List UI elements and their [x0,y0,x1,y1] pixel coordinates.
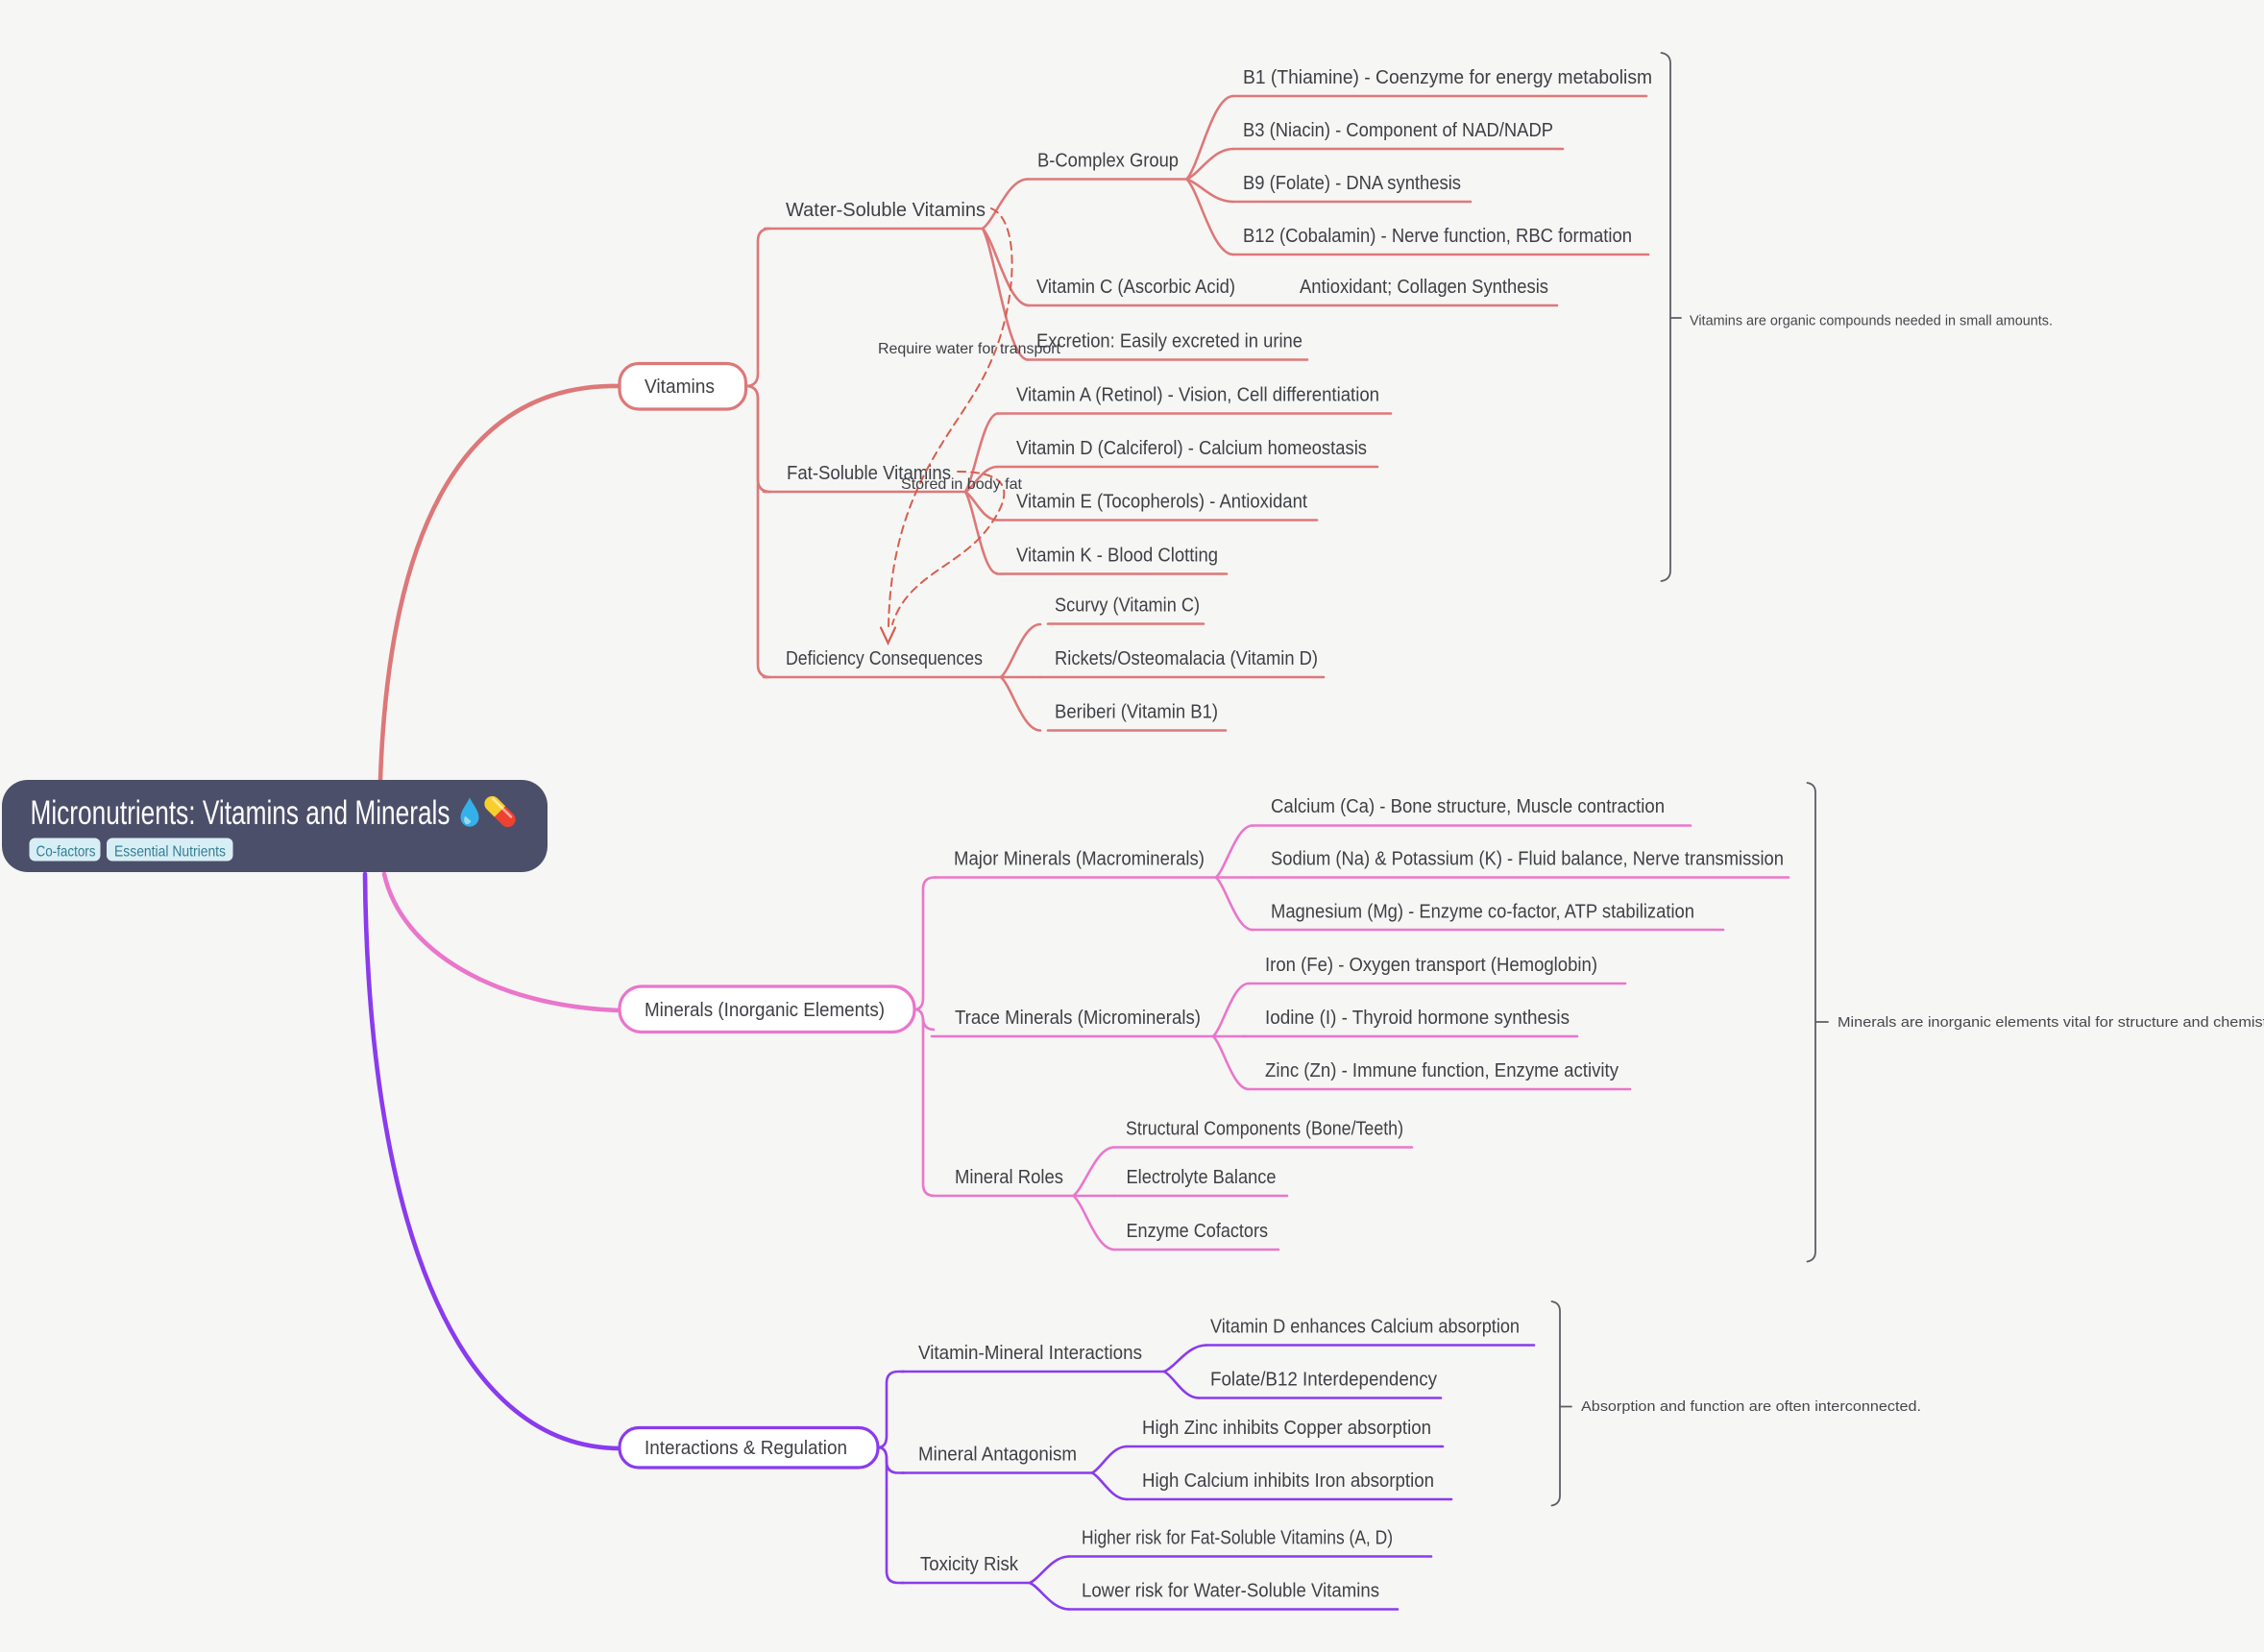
svg-text:Iodine (I) - Thyroid hormone s: Iodine (I) - Thyroid hormone synthesis [1265,1008,1570,1029]
svg-text:B9 (Folate) - DNA synthesis: B9 (Folate) - DNA synthesis [1243,173,1461,194]
svg-text:Lower risk for Water-Soluble V: Lower risk for Water-Soluble Vitamins [1082,1581,1379,1602]
svg-text:High Calcium inhibits Iron abs: High Calcium inhibits Iron absorption [1142,1470,1434,1492]
svg-text:Vitamin E (Tocopherols) - Anti: Vitamin E (Tocopherols) - Antioxidant [1016,492,1307,513]
svg-text:High Zinc inhibits Copper abso: High Zinc inhibits Copper absorption [1142,1418,1431,1439]
svg-text:Minerals (Inorganic Elements): Minerals (Inorganic Elements) [645,1000,885,1021]
svg-text:Calcium (Ca) - Bone structure,: Calcium (Ca) - Bone structure, Muscle co… [1271,796,1665,817]
svg-text:Vitamin K - Blood Clotting: Vitamin K - Blood Clotting [1016,546,1218,567]
svg-text:Rickets/Osteomalacia (Vitamin: Rickets/Osteomalacia (Vitamin D) [1055,648,1318,669]
svg-text:B3 (Niacin) - Component of NAD: B3 (Niacin) - Component of NAD/NADP [1243,120,1553,141]
svg-text:Require water for transport: Require water for transport [878,341,1061,357]
svg-text:Vitamin C (Ascorbic Acid): Vitamin C (Ascorbic Acid) [1036,277,1235,298]
svg-text:Vitamin-Mineral Interactions: Vitamin-Mineral Interactions [918,1343,1142,1364]
svg-text:Fat-Soluble Vitamins: Fat-Soluble Vitamins [787,463,951,484]
svg-text:Structural Components (Bone/Te: Structural Components (Bone/Teeth) [1126,1119,1403,1140]
svg-text:B-Complex Group: B-Complex Group [1037,151,1179,172]
svg-text:Interactions & Regulation: Interactions & Regulation [645,1438,847,1459]
svg-text:Mineral Roles: Mineral Roles [955,1167,1063,1188]
svg-text:Iron (Fe) - Oxygen transport (: Iron (Fe) - Oxygen transport (Hemoglobin… [1265,955,1597,976]
svg-text:Magnesium (Mg) - Enzyme co-fac: Magnesium (Mg) - Enzyme co-factor, ATP s… [1271,902,1694,923]
svg-text:Electrolyte Balance: Electrolyte Balance [1127,1167,1277,1188]
svg-text:Excretion: Easily excreted in: Excretion: Easily excreted in urine [1036,331,1302,352]
svg-text:Essential Nutrients: Essential Nutrients [114,844,226,861]
svg-text:Vitamin D enhances Calcium abs: Vitamin D enhances Calcium absorption [1210,1317,1520,1338]
svg-text:Zinc (Zn) - Immune function, E: Zinc (Zn) - Immune function, Enzyme acti… [1265,1060,1619,1081]
svg-text:Minerals are inorganic element: Minerals are inorganic elements vital fo… [1838,1014,2264,1031]
svg-text:Scurvy (Vitamin C): Scurvy (Vitamin C) [1055,595,1200,617]
svg-text:Co-factors: Co-factors [37,844,96,861]
svg-text:Vitamin D (Calciferol) - Calci: Vitamin D (Calciferol) - Calcium homeost… [1016,438,1367,459]
svg-text:Absorption and function are of: Absorption and function are often interc… [1581,1398,1921,1415]
svg-text:Micronutrients: Vitamins and M: Micronutrients: Vitamins and Minerals [31,794,450,832]
svg-text:Beriberi (Vitamin B1): Beriberi (Vitamin B1) [1055,702,1218,723]
svg-text:Vitamins: Vitamins [645,377,715,398]
svg-text:Stored in body fat: Stored in body fat [901,476,1023,493]
svg-text:Deficiency Consequences: Deficiency Consequences [786,648,983,669]
svg-text:Toxicity Risk: Toxicity Risk [920,1554,1019,1575]
svg-text:Folate/B12 Interdependency: Folate/B12 Interdependency [1210,1370,1437,1391]
svg-text:Trace Minerals (Microminerals): Trace Minerals (Microminerals) [955,1008,1201,1029]
svg-text:Sodium (Na) & Potassium (K) -: Sodium (Na) & Potassium (K) - Fluid bala… [1271,849,1784,870]
svg-text:Vitamins are organic compounds: Vitamins are organic compounds needed in… [1690,313,2053,329]
svg-text:Higher risk for Fat-Soluble Vi: Higher risk for Fat-Soluble Vitamins (A,… [1082,1528,1393,1549]
svg-text:Enzyme Cofactors: Enzyme Cofactors [1127,1221,1269,1242]
svg-text:Mineral Antagonism: Mineral Antagonism [918,1445,1077,1466]
svg-text:B1 (Thiamine) - Coenzyme for e: B1 (Thiamine) - Coenzyme for energy meta… [1243,67,1652,88]
svg-text:Vitamin A (Retinol) - Vision,: Vitamin A (Retinol) - Vision, Cell diffe… [1016,385,1379,406]
svg-text:B12 (Cobalamin) - Nerve functi: B12 (Cobalamin) - Nerve function, RBC fo… [1243,226,1632,247]
svg-text:Antioxidant; Collagen Synthesi: Antioxidant; Collagen Synthesis [1300,277,1548,298]
svg-text:Major Minerals (Macrominerals): Major Minerals (Macrominerals) [954,849,1205,870]
svg-text:Water-Soluble Vitamins: Water-Soluble Vitamins [786,200,986,221]
